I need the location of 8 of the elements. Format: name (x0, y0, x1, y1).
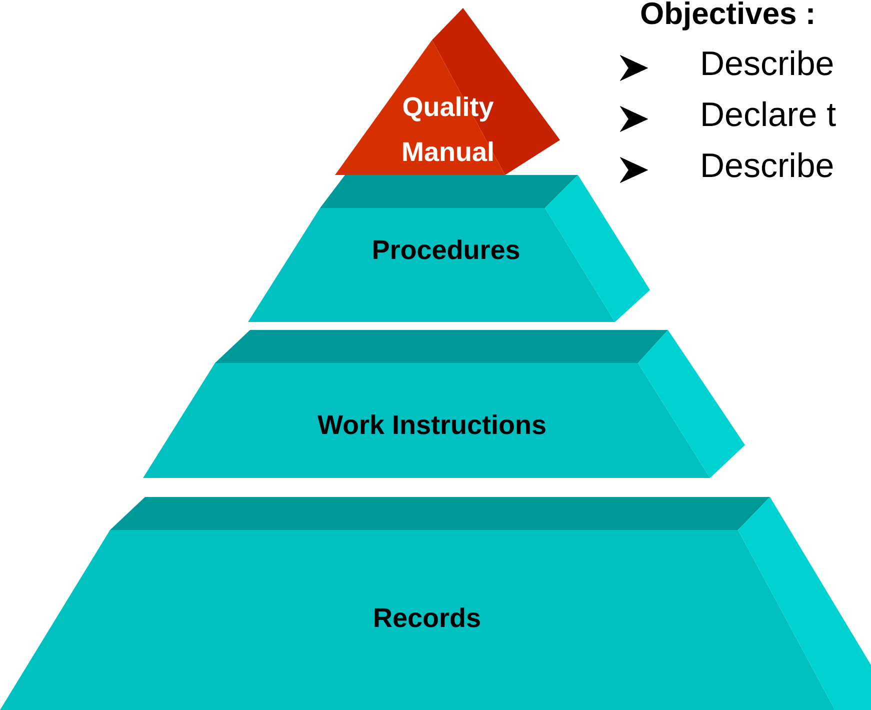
tier-label: Records (372, 602, 482, 634)
tier-label: Work Instructions (317, 410, 547, 440)
bullet-text: Describe (700, 147, 834, 186)
tier-label: Procedures (372, 234, 520, 266)
tier-label: Quality Manual (400, 91, 496, 169)
objectives-heading: Objectives : (640, 0, 816, 32)
bullet-text: Describe (700, 45, 834, 84)
bullet-text: Declare t (700, 96, 836, 135)
